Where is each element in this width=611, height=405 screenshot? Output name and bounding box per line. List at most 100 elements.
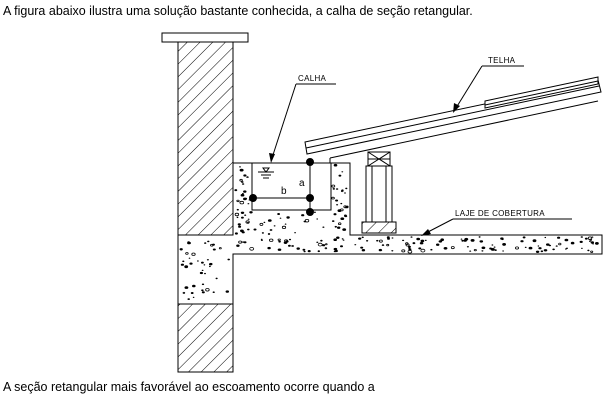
dimension-lines [249,158,314,216]
gutter-channel [251,162,332,211]
aggregate-dot [324,247,328,250]
aggregate-dot [182,260,185,263]
aggregate-dot [340,217,345,220]
aggregate-dot [344,215,348,218]
aggregate-dot [207,240,210,243]
aggregate-dot [336,236,340,239]
aggregate-dot [332,188,335,190]
aggregate-dot [528,246,533,250]
aggregate-dot [239,166,241,168]
aggregate-dot [241,183,245,185]
aggregate-dot [201,283,205,286]
aggregate-dot [544,236,547,239]
aggregate-dot [236,244,240,247]
aggregate-dot [201,289,204,292]
telha-arrowhead [453,103,460,113]
aggregate-dot [340,202,343,205]
water-level-symbol [258,167,274,179]
aggregate-dot [470,239,475,242]
aggregate-dot [436,243,440,246]
aggregate-dot [243,190,247,193]
aggregate-dot [407,249,413,254]
aggregate-dot [595,242,599,245]
aggregate-dot [430,248,433,251]
aggregate-dot [579,240,583,243]
aggregate-dot [179,248,183,251]
aggregate-dot [201,269,204,271]
aggregate-dot [333,163,338,167]
aggregate-dot [335,199,339,202]
aggregate-dot [405,243,410,247]
aggregate-dot [261,232,264,234]
aggregate-dot [584,237,588,240]
aggregate-dot [378,239,383,243]
wall-coping [161,32,249,43]
aggregate-dot [236,199,240,203]
aggregate-dot [184,286,189,289]
aggregate-dot [316,218,319,220]
aggregate-dot [234,189,238,192]
aggregate-dot [587,249,590,252]
aggregate-dot [277,248,282,251]
aggregate-dot [342,228,347,231]
aggregate-dot [418,247,422,250]
aggregate-dot [210,243,214,247]
aggregate-dot [341,238,344,240]
aggregate-dot [303,250,306,253]
aggregate-dot [238,225,242,228]
aggregate-dot [535,250,540,253]
question-text: A seção retangular mais favorável ao esc… [3,380,375,394]
dimension-b-label: b [281,186,287,197]
aggregate-dot [338,174,342,177]
aggregate-dot [237,223,241,226]
aggregate-dot [249,247,255,251]
aggregate-dot [494,249,497,252]
aggregate-dot [376,239,379,242]
aggregate-dot [201,291,205,294]
aggregate-dot [557,236,561,239]
laje-label: LAJE DE COBERTURA [455,209,545,218]
aggregate-dot [218,247,222,250]
aggregate-dot [580,236,583,238]
aggregate-dot [361,236,364,239]
aggregate-dot [391,237,394,239]
aggregate-dot [345,187,348,190]
aggregate-dot [337,209,342,213]
aggregate-dot [443,247,448,250]
aggregate-dot [273,225,276,227]
aggregate-dot [242,241,245,243]
aggregate-dot [493,246,496,248]
calha-label: CALHA [298,74,327,83]
aggregate-dot [234,212,240,217]
aggregate-dot [187,241,190,244]
aggregate-dot [225,290,229,293]
aggregate-dot [466,246,469,248]
aggregate-dot [341,171,344,173]
aggregate-dot [410,236,413,238]
aggregate-dot [463,239,467,242]
laje-arrowhead [421,229,431,236]
aggregate-dot [333,247,338,251]
aggregate-dot [288,244,291,247]
aggregate-dot [236,216,239,219]
aggregate-dot [277,213,280,215]
aggregate-dot [188,257,191,259]
aggregate-dot [502,243,506,246]
aggregate-dot [238,240,243,244]
aggregate-dot [279,217,282,219]
aggregate-dot [284,223,287,225]
aggregate-dot [412,242,416,245]
aggregate-dot [253,228,257,231]
intro-text: A figura abaixo ilustra uma solução bast… [3,4,473,18]
aggregate-dot [515,246,520,250]
aggregate-dot [386,236,390,239]
aggregate-dot [469,250,472,252]
aggregate-dot [192,296,195,298]
aggregate-dot [335,188,339,190]
aggregate-dot [191,252,196,256]
aggregate-dot [538,247,542,250]
aggregate-dot [408,245,411,248]
aggregate-dot [481,246,486,250]
aggregate-dot [478,236,481,238]
